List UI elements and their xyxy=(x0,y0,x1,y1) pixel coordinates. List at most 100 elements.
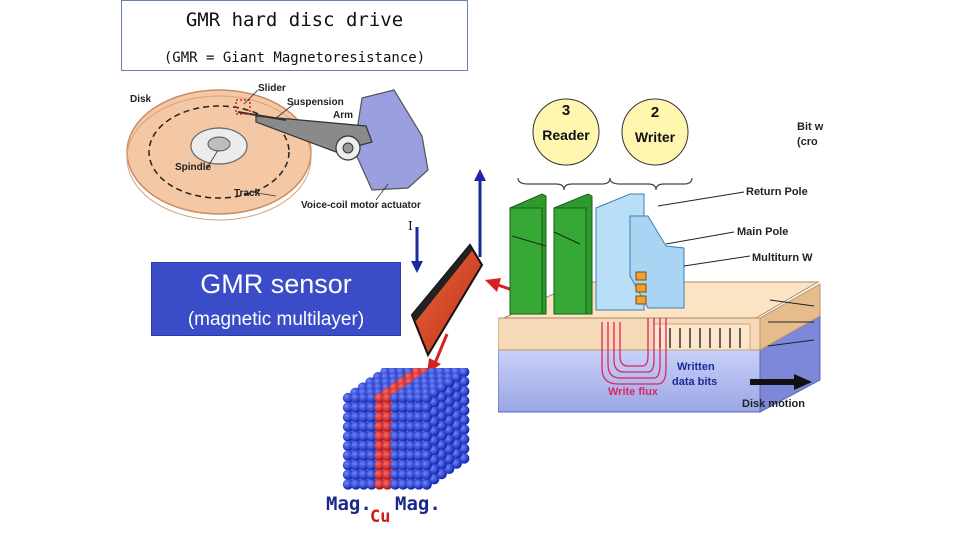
gmr-sensor-subtitle: (magnetic multilayer) xyxy=(187,309,365,330)
magnetic-atom xyxy=(421,440,432,452)
magnetic-atom xyxy=(390,479,401,490)
magnetic-atom xyxy=(436,392,447,403)
magnetic-atom xyxy=(358,479,369,490)
reader-bubble xyxy=(532,98,600,166)
track-label: Track xyxy=(234,188,261,199)
magnetic-atom xyxy=(413,469,424,480)
magnetic-atom xyxy=(459,434,470,445)
magnetic-atom xyxy=(397,412,409,423)
main-pole-label: Main Pole xyxy=(737,226,789,238)
slider-marker xyxy=(235,99,251,115)
magnetic-atom xyxy=(421,421,432,432)
magnetic-atom xyxy=(397,431,409,442)
magnetic-atom xyxy=(436,420,447,432)
cu-atom xyxy=(382,402,393,413)
magnetic-atom xyxy=(429,426,440,437)
magnetic-atom xyxy=(342,392,354,404)
magnetic-atom xyxy=(444,415,455,426)
magnetic-atom xyxy=(429,464,440,475)
magnetic-atom xyxy=(436,459,447,470)
magnetic-atom xyxy=(405,402,417,413)
magnetic-atom xyxy=(444,406,455,417)
magnetic-atom xyxy=(459,368,470,378)
bit-text-2: (cro xyxy=(797,136,818,148)
coil-windings xyxy=(635,271,647,305)
magnetic-atom xyxy=(405,440,417,452)
cu-atom xyxy=(374,412,385,423)
cu-atom xyxy=(374,421,385,432)
magnetic-atom xyxy=(390,412,401,423)
magnetic-atom xyxy=(444,434,455,446)
magnetic-atom xyxy=(358,460,369,471)
atom-lattice xyxy=(342,368,470,490)
track-ring xyxy=(148,105,290,199)
magnetic-atom xyxy=(436,382,447,393)
magnetic-atom xyxy=(444,444,455,455)
magnetic-atom xyxy=(451,439,462,450)
magnetic-atom xyxy=(397,460,409,471)
magnetic-atom xyxy=(390,421,401,432)
magnetic-atom xyxy=(413,412,424,423)
gmr-sensor-box: GMR sensor (magnetic multilayer) xyxy=(151,262,401,336)
magnetic-atom xyxy=(451,372,462,383)
magnetic-atom xyxy=(342,460,354,471)
magnetic-atom xyxy=(444,454,455,465)
magnetic-atom xyxy=(358,402,369,413)
return-pole-label: Return Pole xyxy=(746,186,808,198)
magnetic-atom xyxy=(451,429,462,440)
sensor-element xyxy=(410,169,486,358)
magnetic-atom xyxy=(436,430,447,441)
actuator-label: Voice-coil motor actuator xyxy=(301,200,421,211)
magnetic-atom xyxy=(413,450,424,461)
magnetic-atom xyxy=(397,450,409,461)
magnetic-atom xyxy=(421,479,432,490)
magnetic-atom xyxy=(350,421,362,432)
magnetic-atom xyxy=(436,401,447,412)
magnetic-atom xyxy=(451,420,462,431)
magnetic-atom xyxy=(413,460,424,471)
magnetic-atom xyxy=(366,431,377,442)
arm-label: Arm xyxy=(333,110,354,121)
reader-number: 3 xyxy=(561,102,571,119)
bit-text-1: Bit w xyxy=(797,121,824,133)
mag-right-label: Mag. xyxy=(395,493,441,515)
magnetic-atom xyxy=(358,421,369,432)
reader-shield-2 xyxy=(553,207,587,315)
magnetic-atom xyxy=(390,431,401,442)
magnetic-atom xyxy=(436,449,447,460)
magnetic-atom xyxy=(390,402,401,413)
write-flux-label: Write flux xyxy=(608,386,658,398)
magnetic-atom xyxy=(358,412,369,423)
magnetic-atom xyxy=(390,469,401,480)
magnetic-atom xyxy=(397,440,409,452)
magnetic-atom xyxy=(436,411,447,422)
magnetic-atom xyxy=(444,377,455,388)
cu-atom xyxy=(374,450,385,461)
hdd-illustration xyxy=(126,89,429,221)
magnetic-atom xyxy=(350,450,362,461)
spindle-center xyxy=(207,136,231,152)
magnetic-atom xyxy=(436,468,447,480)
disk-platter-rim xyxy=(126,95,312,221)
magnetic-atom xyxy=(451,381,462,392)
suspension-label: Suspension xyxy=(287,97,344,108)
cu-atom xyxy=(374,392,385,404)
magnetic-atom xyxy=(459,376,470,387)
magnetic-atom xyxy=(342,450,354,461)
magnetic-atom xyxy=(459,414,470,426)
magnetic-atom xyxy=(366,479,377,490)
cu-atom xyxy=(374,402,385,413)
magnetic-atom xyxy=(366,402,377,413)
magnetic-atom xyxy=(366,450,377,461)
disk-label: Disk xyxy=(130,94,152,105)
magnetic-atom xyxy=(350,469,362,480)
magnetic-atom xyxy=(358,431,369,442)
magnetic-atom xyxy=(390,450,401,461)
cu-atom xyxy=(382,392,393,404)
magnetic-atom xyxy=(429,397,440,408)
magnetic-atom xyxy=(413,402,424,413)
cu-atom xyxy=(382,440,393,452)
magnetic-atom xyxy=(421,450,432,461)
magnetic-atom xyxy=(397,469,409,480)
magnetic-atom xyxy=(358,450,369,461)
